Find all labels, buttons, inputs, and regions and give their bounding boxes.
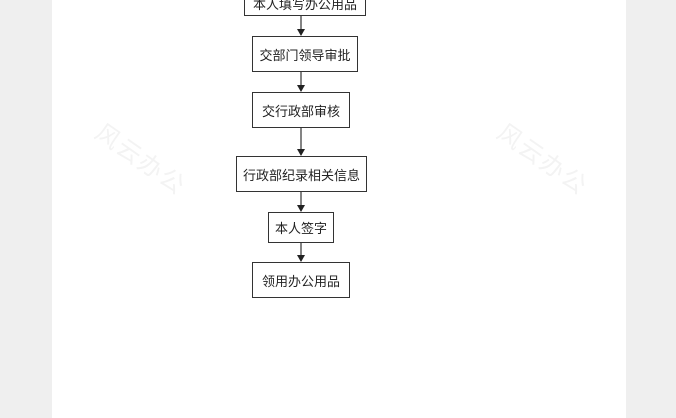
arrowhead [297, 29, 305, 36]
flow-step-dept-approval: 交部门领导审批 [252, 36, 358, 72]
flow-step-admin-record: 行政部纪录相关信息 [236, 156, 367, 192]
arrowhead [297, 85, 305, 92]
arrowhead [297, 149, 305, 156]
flow-step-admin-review: 交行政部审核 [252, 92, 350, 128]
arrowhead [297, 205, 305, 212]
flow-step-fill-form: 本人填写办公用品 [244, 0, 366, 16]
arrowhead [297, 255, 305, 262]
flow-step-sign: 本人签字 [268, 212, 334, 243]
flow-step-receive-supplies: 领用办公用品 [252, 262, 350, 298]
